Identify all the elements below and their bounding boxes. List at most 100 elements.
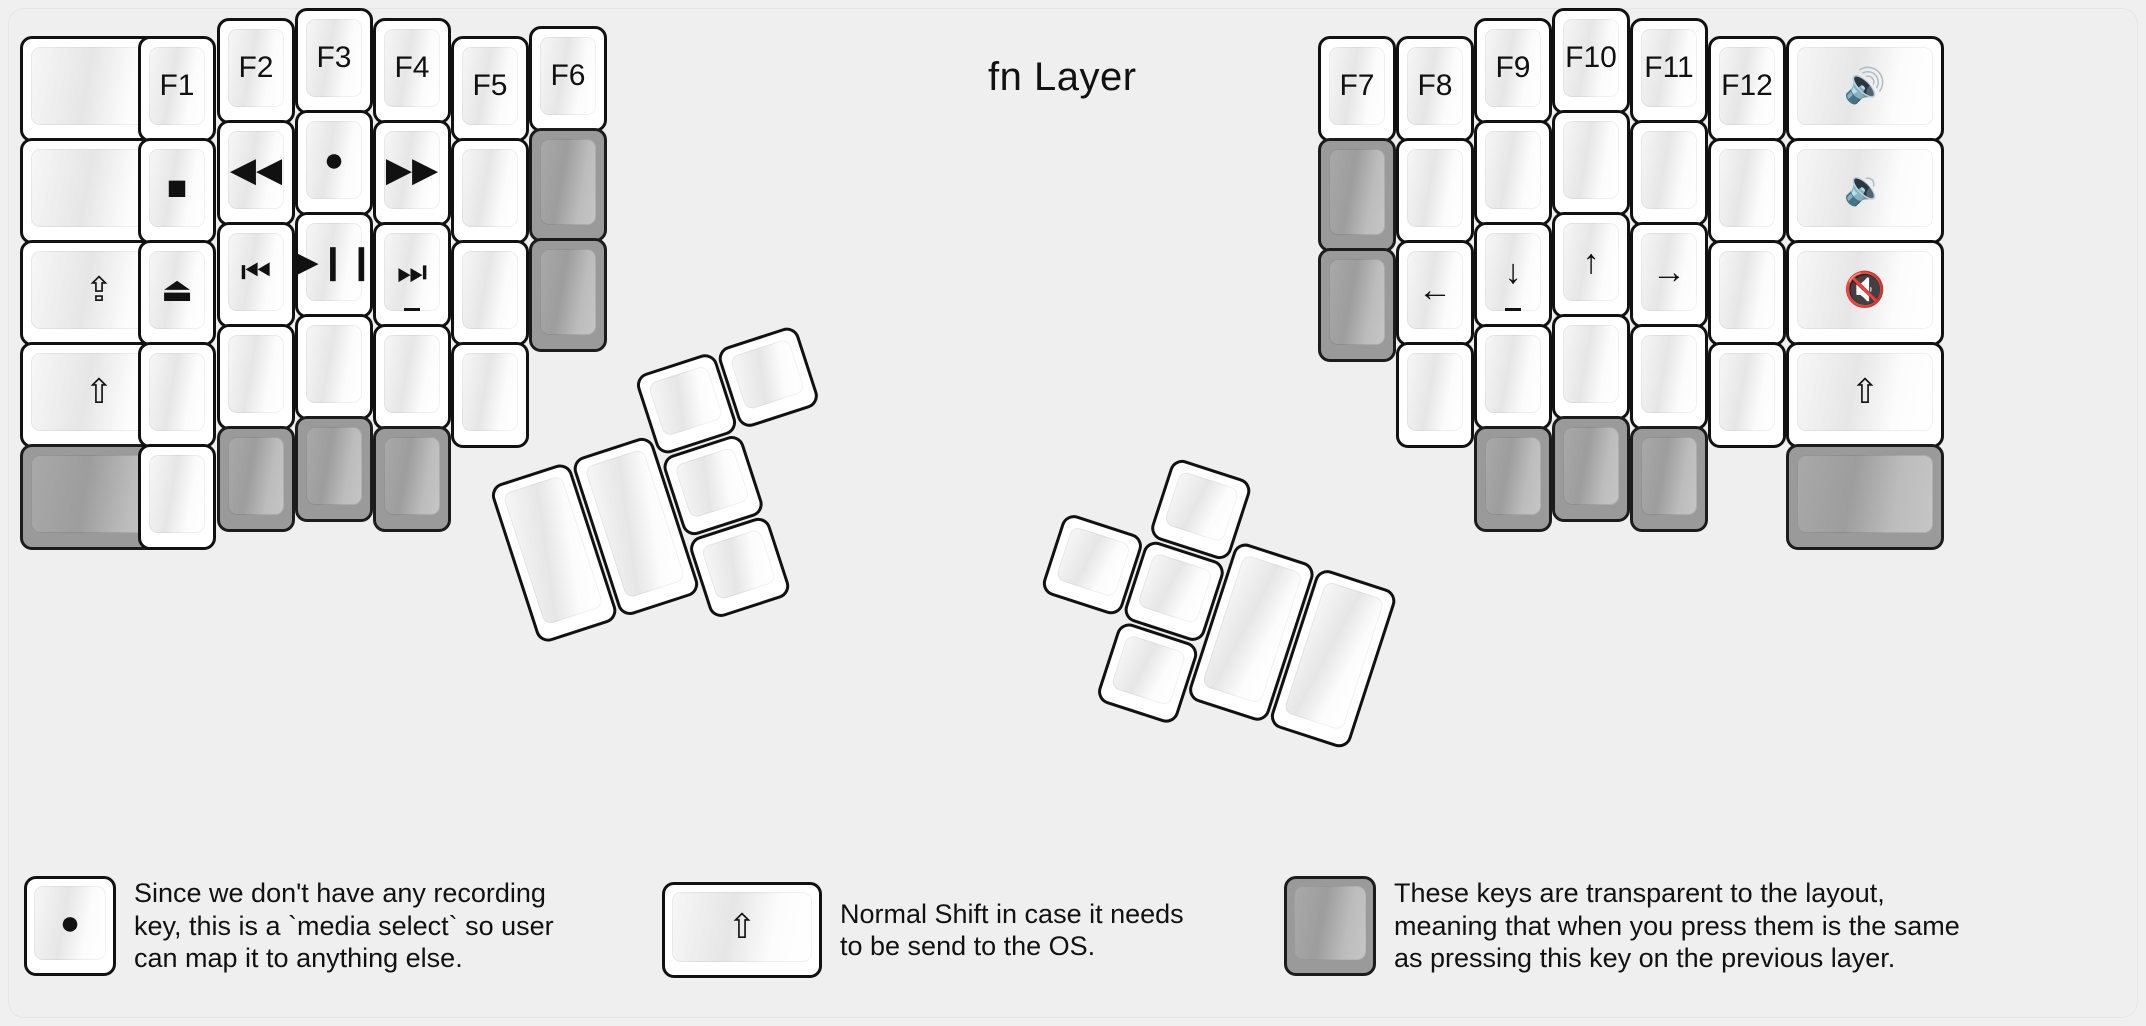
- key-blank-r2c8[interactable]: [1396, 138, 1474, 244]
- key-blank-r4c9[interactable]: [1474, 324, 1552, 430]
- key-r-trans-r5c11[interactable]: [1630, 426, 1708, 532]
- legend: ●Since we don't have any recording key, …: [24, 876, 2114, 1002]
- key-r-trans-tall-1[interactable]: [1318, 138, 1396, 252]
- keycap-surface: [1641, 335, 1697, 413]
- key-f7[interactable]: F7: [1318, 36, 1396, 142]
- key-f10[interactable]: F10: [1552, 8, 1630, 114]
- key-f2[interactable]: F2: [217, 18, 295, 124]
- keycap-surface: [1136, 552, 1214, 625]
- keycap-surface: [1055, 525, 1132, 599]
- keycap-surface: [672, 892, 812, 962]
- key-f3[interactable]: F3: [295, 8, 373, 114]
- key-r-trans-r5c10[interactable]: [1552, 416, 1630, 522]
- keycap-surface: [1563, 223, 1619, 301]
- legend-record-key-text: Since we don't have any recording key, t…: [134, 878, 554, 974]
- keycap-surface: [1719, 149, 1775, 227]
- keycap-surface: [1163, 470, 1240, 543]
- key-blank-r4c11[interactable]: [1630, 324, 1708, 430]
- key-trans-r5c4[interactable]: [295, 416, 373, 522]
- keycap-surface: [540, 139, 596, 225]
- key-media-rewind[interactable]: ◀◀: [217, 120, 295, 226]
- key-f9[interactable]: F9: [1474, 18, 1552, 124]
- key-f11[interactable]: F11: [1630, 18, 1708, 124]
- key-blank-r2c12[interactable]: [1708, 138, 1786, 244]
- key-blank-r4c2[interactable]: [138, 342, 216, 448]
- key-f4[interactable]: F4: [373, 18, 451, 124]
- key-volume-mute[interactable]: 🔇: [1786, 240, 1944, 346]
- legend-shift-key: ⇧Normal Shift in case it needs to be sen…: [662, 882, 1184, 978]
- key-trans-tall-2[interactable]: [529, 238, 607, 352]
- keycap-surface: [384, 131, 440, 209]
- key-blank-r4c10[interactable]: [1552, 314, 1630, 420]
- key-blank-r4c3[interactable]: [217, 324, 295, 430]
- keycap-surface: [1797, 251, 1933, 329]
- keycap-surface: [1563, 325, 1619, 403]
- keycap-surface: [1294, 886, 1366, 960]
- keycap-surface: [700, 528, 777, 601]
- keycap-surface: [647, 364, 724, 438]
- key-media-record[interactable]: ●: [295, 110, 373, 216]
- key-blank-r4c6[interactable]: [451, 342, 529, 448]
- key-media-next[interactable]: ⏭: [373, 222, 451, 328]
- legend-record-key-swatch: ●: [24, 876, 116, 976]
- page-title: fn Layer: [988, 55, 1137, 99]
- key-blank-r4c8[interactable]: [1396, 342, 1474, 448]
- legend-shift-key-text: Normal Shift in case it needs to be send…: [840, 898, 1184, 961]
- key-blank-r4c12[interactable]: [1708, 342, 1786, 448]
- keycap-surface: [1797, 455, 1933, 533]
- keycap-surface: [306, 427, 362, 505]
- key-f8[interactable]: F8: [1396, 36, 1474, 142]
- keycap-surface: [228, 131, 284, 209]
- key-blank-r4c4[interactable]: [295, 314, 373, 420]
- key-f1[interactable]: F1: [138, 36, 216, 142]
- keycap-surface: [1641, 437, 1697, 515]
- key-arrow-up[interactable]: ↑: [1552, 212, 1630, 318]
- key-f5[interactable]: F5: [451, 36, 529, 142]
- key-media-fast-forward[interactable]: ▶▶: [373, 120, 451, 226]
- keycap-surface: [384, 437, 440, 515]
- key-media-stop[interactable]: ■: [138, 138, 216, 244]
- keycap-surface: [149, 47, 205, 125]
- key-volume-up[interactable]: 🔊: [1786, 36, 1944, 142]
- keycap-surface: [1407, 251, 1463, 329]
- key-shift-right[interactable]: ⇧: [1786, 342, 1944, 448]
- legend-transparent-key-text: These keys are transparent to the layout…: [1394, 878, 1960, 974]
- key-blank-r5c2[interactable]: [138, 444, 216, 550]
- keycap-surface: [384, 29, 440, 107]
- key-r-trans-tall-2[interactable]: [1318, 248, 1396, 362]
- key-media-prev[interactable]: ⏮: [217, 222, 295, 328]
- key-volume-down[interactable]: 🔉: [1786, 138, 1944, 244]
- keycap-surface: [1485, 131, 1541, 209]
- key-arrow-right[interactable]: →: [1630, 222, 1708, 328]
- keycap-surface: [462, 149, 518, 227]
- key-arrow-down[interactable]: ↓: [1474, 222, 1552, 328]
- key-trans-tall-1[interactable]: [529, 128, 607, 242]
- keycap-surface: [149, 251, 205, 329]
- keycap-surface: [306, 325, 362, 403]
- key-blank-r4c5[interactable]: [373, 324, 451, 430]
- key-blank-r2c11[interactable]: [1630, 120, 1708, 226]
- key-blank-r3c12[interactable]: [1708, 240, 1786, 346]
- key-blank-r2c10[interactable]: [1552, 110, 1630, 216]
- key-blank-r2c9[interactable]: [1474, 120, 1552, 226]
- keycap-surface: [729, 338, 806, 411]
- key-blank-r2c6[interactable]: [451, 138, 529, 244]
- keycap-surface: [462, 353, 518, 431]
- key-trans-r5c3[interactable]: [217, 426, 295, 532]
- key-trans-r5c13[interactable]: [1786, 444, 1944, 550]
- key-f12[interactable]: F12: [1708, 36, 1786, 142]
- keycap-surface: [149, 455, 205, 533]
- keycap-surface: [384, 335, 440, 413]
- key-r-trans-r5c9[interactable]: [1474, 426, 1552, 532]
- keycap-surface: [306, 121, 362, 199]
- key-arrow-left[interactable]: ←: [1396, 240, 1474, 346]
- key-f6[interactable]: F6: [529, 26, 607, 132]
- keycap-surface: [1485, 437, 1541, 515]
- key-blank-r3c6[interactable]: [451, 240, 529, 346]
- keycap-surface: [1110, 634, 1187, 707]
- keycap-surface: [1329, 149, 1385, 235]
- key-media-eject[interactable]: ⏏: [138, 240, 216, 346]
- key-media-play-pause[interactable]: ▶❙❙: [292, 212, 376, 318]
- keycap-surface: [1641, 131, 1697, 209]
- key-trans-r5c5[interactable]: [373, 426, 451, 532]
